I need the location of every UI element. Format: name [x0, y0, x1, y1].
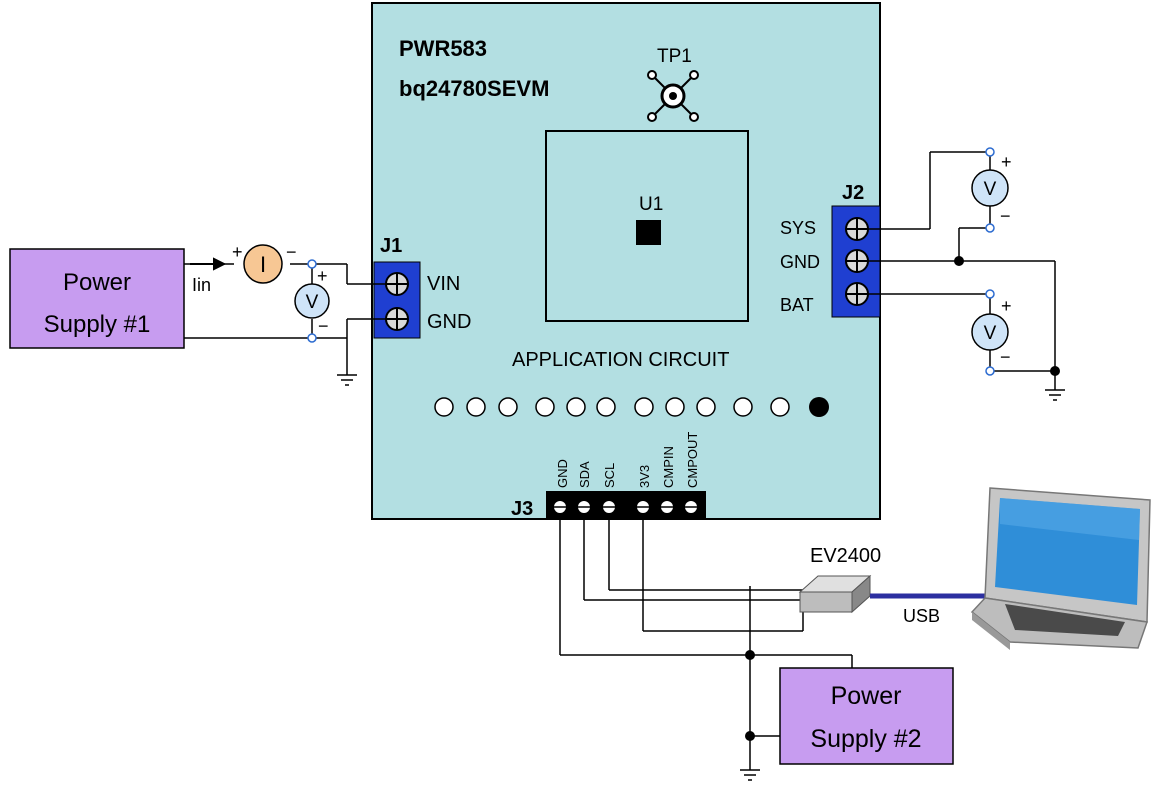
voltmeter-input-symbol: V [306, 292, 319, 313]
j2-label: J2 [842, 182, 864, 204]
ammeter-minus: − [286, 242, 297, 262]
test-point-tp1: TP1 [647, 46, 699, 122]
current-arrow [190, 257, 227, 271]
junction-dot [954, 256, 964, 266]
led [770, 397, 790, 417]
j2-terminal-sys [845, 217, 869, 241]
voltmeter-sys-minus: − [1000, 206, 1011, 226]
voltmeter-bat-plus: + [1001, 296, 1012, 316]
junction-dot [1050, 366, 1060, 376]
led [596, 397, 616, 417]
output-wiring [868, 151, 1056, 390]
led [665, 397, 685, 417]
ammeter-plus: + [232, 242, 243, 262]
j3-pin-sda: SDA [577, 461, 592, 488]
j2-terminal-bat [845, 282, 869, 306]
power-supply-2 [779, 667, 954, 765]
power-supply-1-line1: Power [63, 269, 131, 296]
junction-dot [745, 731, 755, 741]
power-supply-2-line1: Power [831, 682, 902, 710]
ammeter: I [243, 244, 283, 284]
j1-pin-vin: VIN [427, 273, 460, 295]
voltmeter-bat: V [971, 289, 1009, 376]
evm-board [371, 2, 881, 520]
j2-pin-sys: SYS [780, 218, 816, 238]
board-model: bq24780SEVM [399, 76, 549, 101]
usb-label: USB [903, 606, 940, 626]
led [434, 397, 454, 417]
voltmeter-sys: V [971, 147, 1009, 233]
power-supply-1-line2: Supply #1 [44, 311, 151, 338]
led [634, 397, 654, 417]
j3-wiring [559, 513, 853, 770]
led-on [809, 397, 829, 417]
led [535, 397, 555, 417]
u1-outline [545, 130, 749, 322]
j3-pin-cmpin: CMPIN [661, 446, 676, 488]
test-point-label: TP1 [657, 46, 692, 67]
u1-chip [636, 220, 661, 245]
voltmeter-bat-minus: − [1000, 347, 1011, 367]
ground-symbol-3 [740, 769, 760, 781]
u1-label: U1 [639, 194, 663, 215]
input-wiring [184, 263, 386, 375]
led [696, 397, 716, 417]
ev2400-label: EV2400 [810, 545, 881, 567]
voltmeter-input-plus: + [317, 266, 328, 286]
j2-terminal-gnd [845, 249, 869, 273]
j1-terminal-gnd [385, 307, 409, 331]
led [466, 397, 486, 417]
j1-terminal-vin [385, 272, 409, 296]
j3-pin-cmpout: CMPOUT [685, 432, 700, 488]
j3-connector [546, 491, 706, 520]
j3-pin-gnd: GND [555, 459, 570, 488]
j3-pin-3v3: 3V3 [637, 465, 652, 488]
laptop-image [970, 487, 1151, 650]
voltmeter-sys-symbol: V [984, 179, 997, 200]
j1-pin-gnd: GND [427, 311, 471, 333]
board-part-number: PWR583 [399, 36, 487, 61]
led [566, 397, 586, 417]
j3-pin-scl: SCL [602, 463, 617, 488]
power-supply-2-line2: Supply #2 [810, 725, 921, 753]
j2-pin-gnd: GND [780, 252, 820, 272]
led [733, 397, 753, 417]
application-circuit-label: APPLICATION CIRCUIT [512, 349, 729, 371]
j1-label: J1 [380, 235, 402, 257]
voltmeter-bat-symbol: V [984, 323, 997, 344]
j3-label: J3 [511, 498, 533, 520]
power-supply-1 [9, 248, 185, 349]
j2-pin-bat: BAT [780, 295, 814, 315]
ammeter-symbol: I [260, 252, 266, 277]
ev2400-adapter [798, 574, 872, 614]
voltmeter-input: V [294, 259, 330, 343]
ground-symbol-2 [1045, 389, 1065, 401]
led-row [434, 397, 829, 417]
j3-terminals [554, 501, 697, 513]
voltmeter-sys-plus: + [1001, 152, 1012, 172]
junction-dot [745, 650, 755, 660]
voltmeter-input-minus: − [318, 316, 329, 336]
ground-symbol-1 [337, 374, 357, 386]
current-label: Iin [192, 275, 211, 295]
led [498, 397, 518, 417]
